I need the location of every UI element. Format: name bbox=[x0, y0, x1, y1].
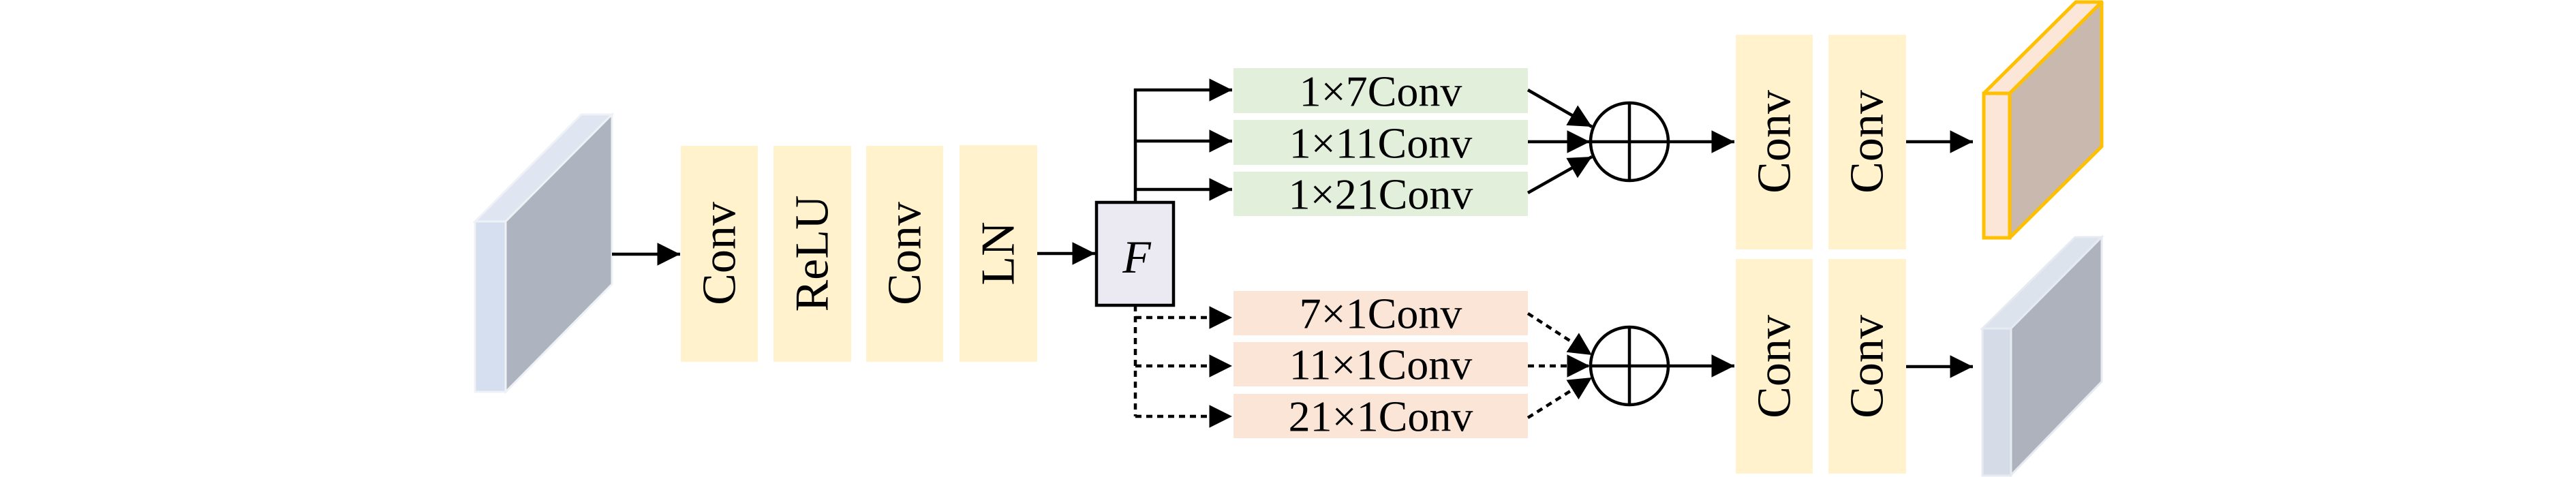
h-block-2: 1×21Conv bbox=[1233, 170, 1528, 219]
input-cube-front bbox=[474, 220, 507, 393]
stem-block-0: Conv bbox=[681, 146, 758, 362]
v-block-bg bbox=[1233, 291, 1528, 335]
output-feature-map-bottom-icon bbox=[1980, 234, 2104, 477]
post-block-bg bbox=[1828, 259, 1906, 474]
stem-block-bg bbox=[866, 146, 943, 362]
h-block-bg bbox=[1233, 68, 1528, 113]
arrow-v2-to-sum bbox=[1527, 376, 1593, 419]
output-feature-map-top-icon bbox=[1982, 0, 2104, 240]
stem-block-label: LN bbox=[972, 221, 1025, 285]
v-block-bg bbox=[1233, 394, 1528, 438]
h-block-bg bbox=[1233, 172, 1528, 216]
stem-block-1: ReLU bbox=[773, 146, 851, 362]
stem-block-2: Conv bbox=[866, 146, 943, 362]
post-block-label: Conv bbox=[1841, 315, 1894, 418]
h-block-label: 1×21Conv bbox=[1289, 170, 1473, 219]
post-block-label: Conv bbox=[1841, 90, 1894, 194]
v-block-label: 7×1Conv bbox=[1300, 290, 1462, 338]
output-bottom-cube-front bbox=[1981, 327, 2012, 477]
stem-block-label: Conv bbox=[694, 202, 746, 305]
v-block-1: 11×1Conv bbox=[1233, 341, 1528, 389]
h-post-block-1: Conv bbox=[1828, 35, 1906, 249]
sum-node-top bbox=[1589, 101, 1670, 183]
h-block-1: 1×11Conv bbox=[1233, 119, 1528, 168]
h-post-block-0: Conv bbox=[1736, 35, 1813, 249]
stem-block-label: Conv bbox=[879, 202, 932, 305]
v-block-label: 21×1Conv bbox=[1289, 393, 1473, 441]
vertical-branch-connectors bbox=[1133, 305, 1232, 428]
stem-block-bg bbox=[681, 146, 758, 362]
h-block-label: 1×11Conv bbox=[1289, 119, 1472, 168]
output-top-cube-front bbox=[1982, 91, 2012, 240]
stem-block-label: ReLU bbox=[786, 195, 839, 311]
v-block-0: 7×1Conv bbox=[1233, 290, 1528, 338]
post-block-label: Conv bbox=[1749, 90, 1801, 194]
h-block-bg bbox=[1233, 120, 1528, 165]
input-feature-map-icon bbox=[472, 112, 615, 395]
fusion-block-label: F bbox=[1122, 231, 1152, 283]
post-block-bg bbox=[1736, 259, 1813, 474]
stem-block-3: LN bbox=[960, 145, 1037, 362]
stem-block-bg bbox=[960, 145, 1037, 362]
fusion-block: F bbox=[1094, 200, 1176, 307]
v-post-block-0: Conv bbox=[1736, 259, 1813, 474]
arrow-v0-to-sum bbox=[1527, 312, 1593, 356]
h-block-0: 1×7Conv bbox=[1233, 67, 1528, 116]
h-block-label: 1×7Conv bbox=[1300, 67, 1462, 116]
stem-block-bg bbox=[773, 146, 851, 362]
post-block-bg bbox=[1828, 35, 1906, 249]
post-block-bg bbox=[1736, 35, 1813, 249]
sum-node-bottom bbox=[1589, 325, 1670, 407]
v-block-2: 21×1Conv bbox=[1233, 393, 1528, 441]
v-block-label: 11×1Conv bbox=[1289, 341, 1472, 389]
v-post-block-1: Conv bbox=[1828, 259, 1906, 474]
post-block-label: Conv bbox=[1749, 315, 1801, 418]
arrow-h0-to-sum bbox=[1527, 89, 1593, 128]
horizontal-branch-connectors bbox=[1133, 78, 1232, 202]
arrow-h2-to-sum bbox=[1527, 155, 1593, 194]
v-block-bg bbox=[1233, 342, 1528, 386]
